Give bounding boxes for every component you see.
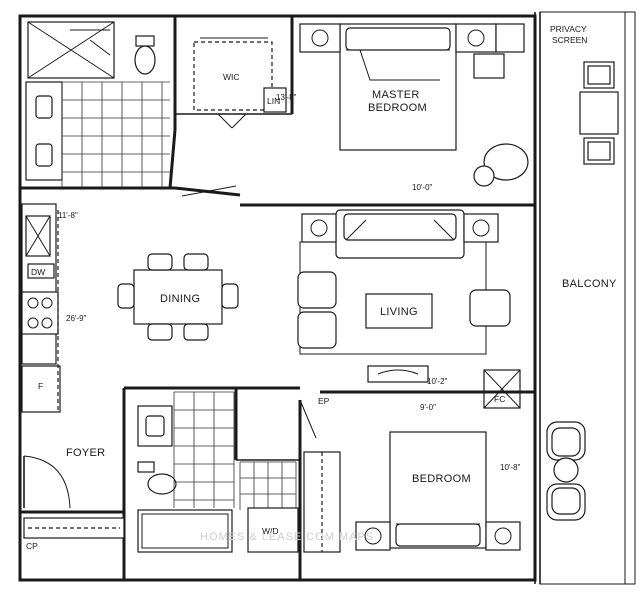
laundry: W/D — [239, 451, 341, 553]
master-ensuite — [20, 16, 177, 190]
bedroom-width-dimension: 9'-0" — [420, 403, 436, 412]
master-depth-dimension: 13'-8" — [276, 93, 297, 102]
interior-walls — [20, 386, 535, 580]
bedroom: BEDROOM 9'-0" 10'-8" EP — [318, 396, 521, 551]
master-width-dimension: 10'-0" — [412, 183, 433, 192]
master-bedroom: MASTER BEDROOM 13'-8" 10'-0" — [174, 23, 535, 207]
dining-label: DINING — [160, 293, 200, 305]
kitchen-depth-dimension: 26'-9" — [66, 314, 87, 323]
fan-coil-closet: FC — [483, 369, 521, 409]
bedroom-label: BEDROOM — [412, 473, 471, 485]
kitchen-dining: DW F 11'-8" 26'-9" DINING — [21, 203, 239, 413]
balcony-labels: PRIVACY SCREEN BALCONY — [550, 24, 617, 290]
foyer: FOYER CP — [23, 447, 125, 551]
living-label: LIVING — [380, 306, 418, 318]
bedroom-depth-dimension: 10'-8" — [500, 463, 521, 472]
living-width-dimension: 10'-2" — [427, 377, 448, 386]
balcony-label: BALCONY — [562, 278, 617, 290]
dishwasher-label: DW — [31, 267, 45, 277]
wic-label: WIC — [223, 72, 240, 82]
privacy-screen-label-2: SCREEN — [552, 35, 587, 45]
living-room: LIVING 10'-2" — [297, 209, 511, 386]
ep-label: EP — [318, 396, 330, 406]
walk-in-closet: WIC LIN — [175, 14, 294, 129]
privacy-screen-label-1: PRIVACY — [550, 24, 587, 34]
second-bathroom — [137, 391, 235, 553]
kitchen-width-dimension: 11'-8" — [58, 211, 78, 220]
fc-label: FC — [494, 394, 505, 404]
cp-label: CP — [26, 541, 38, 551]
balcony-area — [539, 11, 636, 585]
lin-label: LIN — [267, 96, 280, 106]
watermark: HOMES & LEASE COM MAPS — [200, 531, 374, 543]
master-bedroom-label-2: BEDROOM — [368, 102, 427, 114]
master-bedroom-label-1: MASTER — [372, 89, 420, 101]
fridge-label: F — [38, 381, 43, 391]
laundry-label: W/D — [262, 526, 279, 536]
foyer-label: FOYER — [66, 447, 105, 459]
